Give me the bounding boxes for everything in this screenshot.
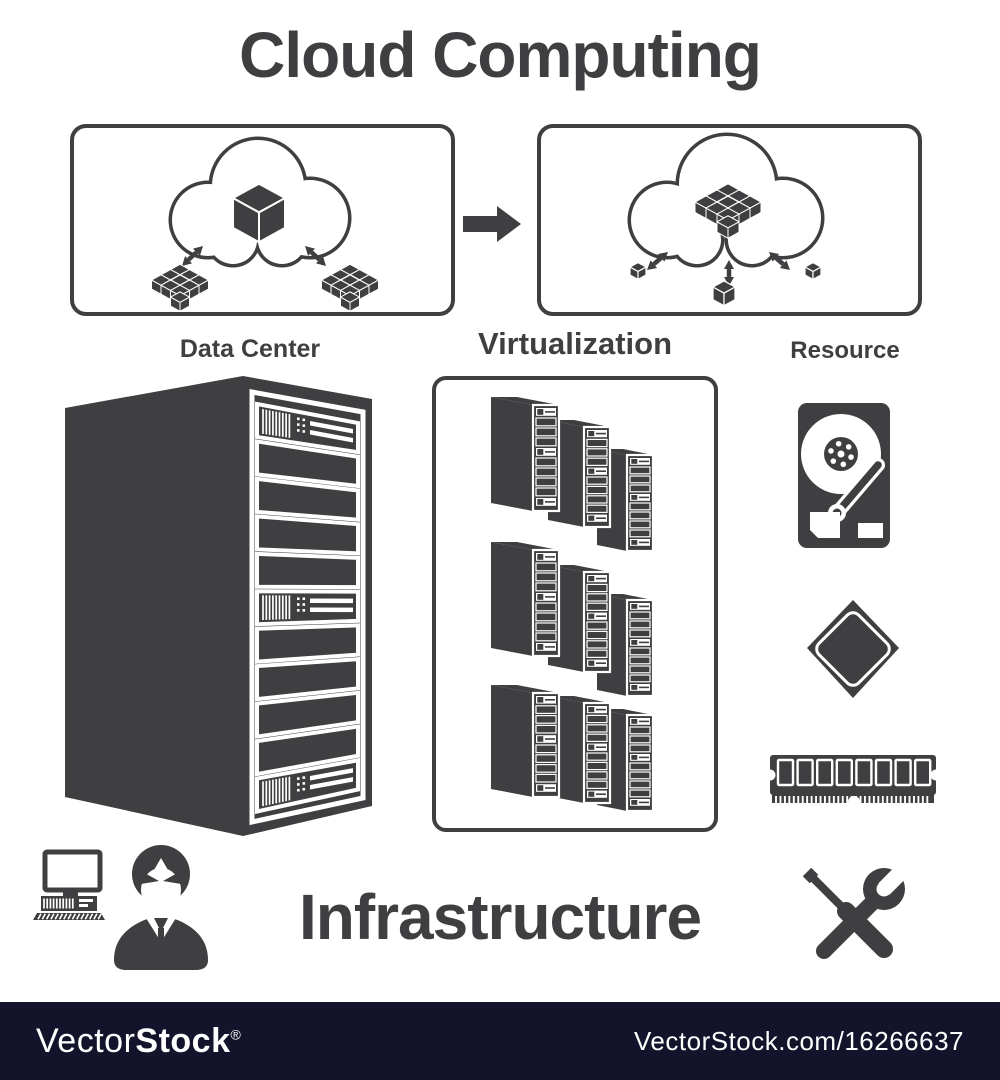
watermark-brand: VectorStock® xyxy=(36,1022,241,1061)
brand-light: Vector xyxy=(36,1021,136,1060)
cloud-with-cube-icon xyxy=(150,136,380,313)
tools-icon xyxy=(802,857,916,959)
server-rack-icon xyxy=(65,376,372,836)
resource-box xyxy=(537,124,922,316)
server-tower-grid-icon xyxy=(491,397,655,813)
data-center-box xyxy=(70,124,455,316)
cpu-chip-icon xyxy=(807,600,899,698)
watermark-bar: VectorStock® VectorStock.com/16266637 xyxy=(0,1002,1000,1080)
cloud-with-cube-cluster-icon xyxy=(627,132,825,307)
desktop-computer-icon xyxy=(33,849,105,920)
virtualization-label: Virtualization xyxy=(477,326,673,361)
brand-bold: Stock xyxy=(135,1021,231,1060)
watermark-credit: VectorStock.com/16266637 xyxy=(634,1025,964,1056)
hard-disk-icon xyxy=(798,403,890,548)
ram-module-icon xyxy=(764,755,942,808)
page-title: Cloud Computing xyxy=(239,19,762,91)
data-center-label: Data Center xyxy=(179,335,321,363)
virtualization-box xyxy=(432,376,718,832)
flow-arrow-right-icon xyxy=(463,206,521,242)
infrastructure-label: Infrastructure xyxy=(298,881,702,953)
resource-label: Resource xyxy=(790,337,900,364)
registered-mark: ® xyxy=(230,1026,242,1043)
admin-user-icon xyxy=(114,845,208,970)
